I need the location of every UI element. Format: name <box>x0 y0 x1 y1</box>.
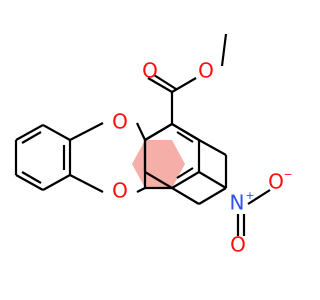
molecule-structure-diagram: O O O O N + O − O <box>14 33 293 257</box>
nitro-nitrogen-charge: + <box>245 189 254 202</box>
right-ring-outline <box>143 123 201 189</box>
molecule-canvas: O O O O N + O − O <box>14 33 293 257</box>
ring-oxygen-top-label: O <box>112 110 128 134</box>
dioxin-ring <box>69 122 146 193</box>
ring-oxygen-bottom-label: O <box>112 179 128 203</box>
ester-carbonyl-oxygen-label: O <box>142 59 158 83</box>
ester-ether-oxygen-label: O <box>198 59 214 83</box>
left-benzene-ring <box>14 124 72 191</box>
methyl-ester-group <box>147 33 228 124</box>
nitro-oxygen-minus-charge: − <box>283 168 292 181</box>
nitro-oxygen-double-label: O <box>230 233 246 257</box>
nitro-oxygen-minus-label: O <box>268 170 284 194</box>
nitro-group <box>198 171 271 236</box>
nitro-nitrogen-label: N <box>230 191 245 215</box>
